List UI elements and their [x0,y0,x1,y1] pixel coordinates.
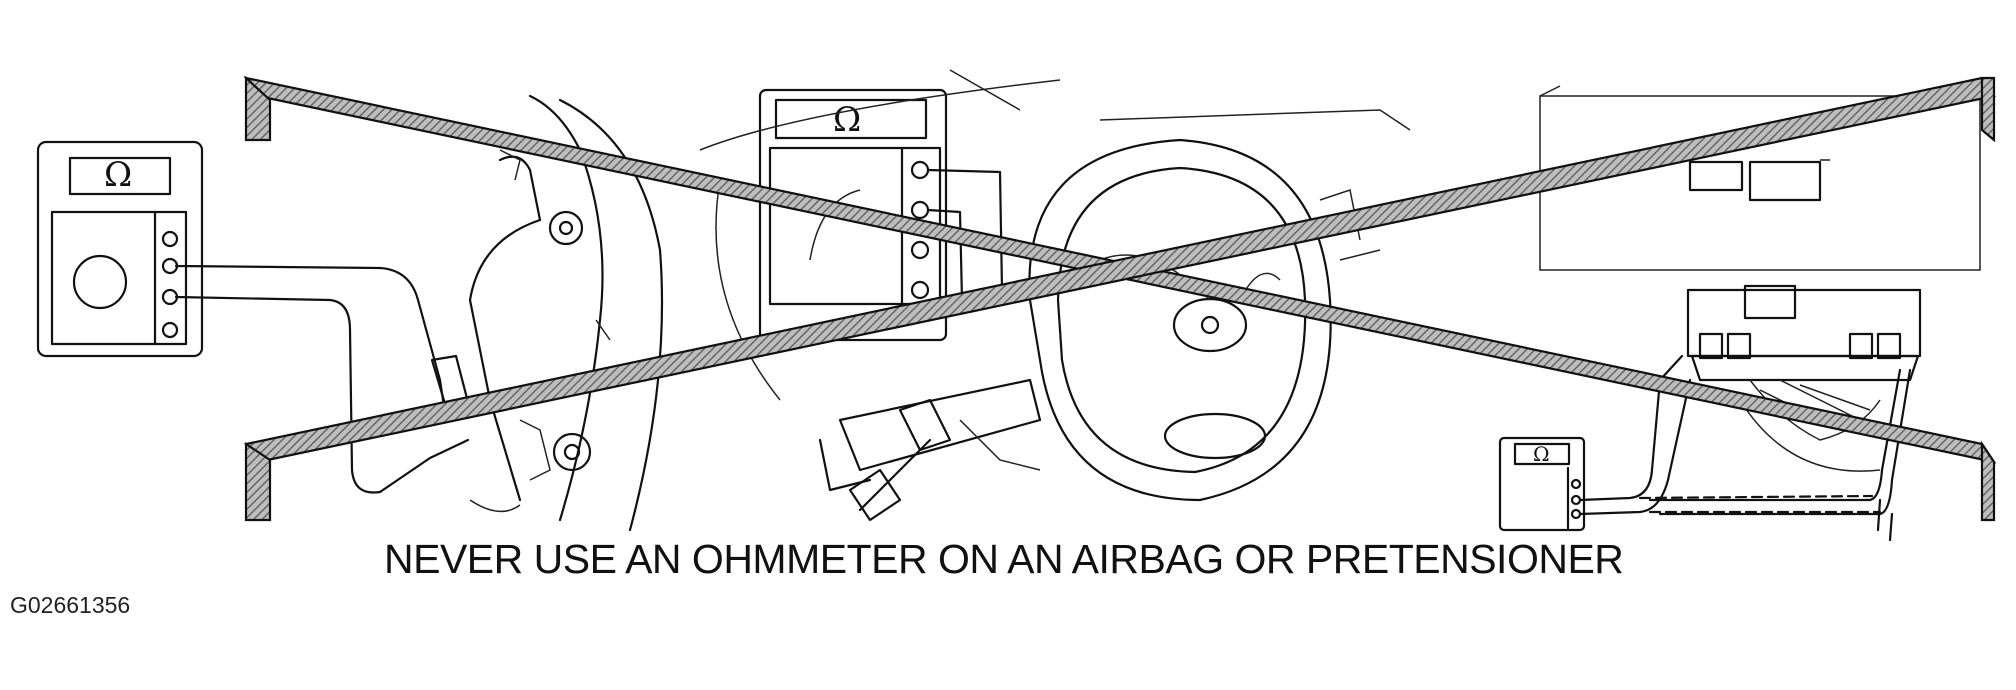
cross-band-right-bottom-end [1980,440,1996,522]
warning-caption: NEVER USE AN OHMMETER ON AN AIRBAG OR PR… [384,536,1624,582]
steering-column-connector [818,378,1042,522]
left-ohm-symbol: Ω [104,155,132,195]
left-ohmmeter: Ω [36,140,204,358]
right-probe-wires [1578,354,1912,542]
cross-band-left-end [244,75,272,142]
prohibition-cross [243,75,1997,522]
figure-id: G02661356 [10,592,131,618]
cross-band-right-top-end [1980,76,1996,143]
pretensioner-connector [1686,284,1922,472]
left-probe-wires [174,264,472,494]
center-ohm-symbol: Ω [833,100,861,140]
seat-airbag-assembly [468,94,664,532]
cross-band-left-bottom-end [244,441,272,522]
right-ohmmeter: Ω [1498,436,1586,532]
right-ohm-symbol: Ω [1533,442,1550,466]
